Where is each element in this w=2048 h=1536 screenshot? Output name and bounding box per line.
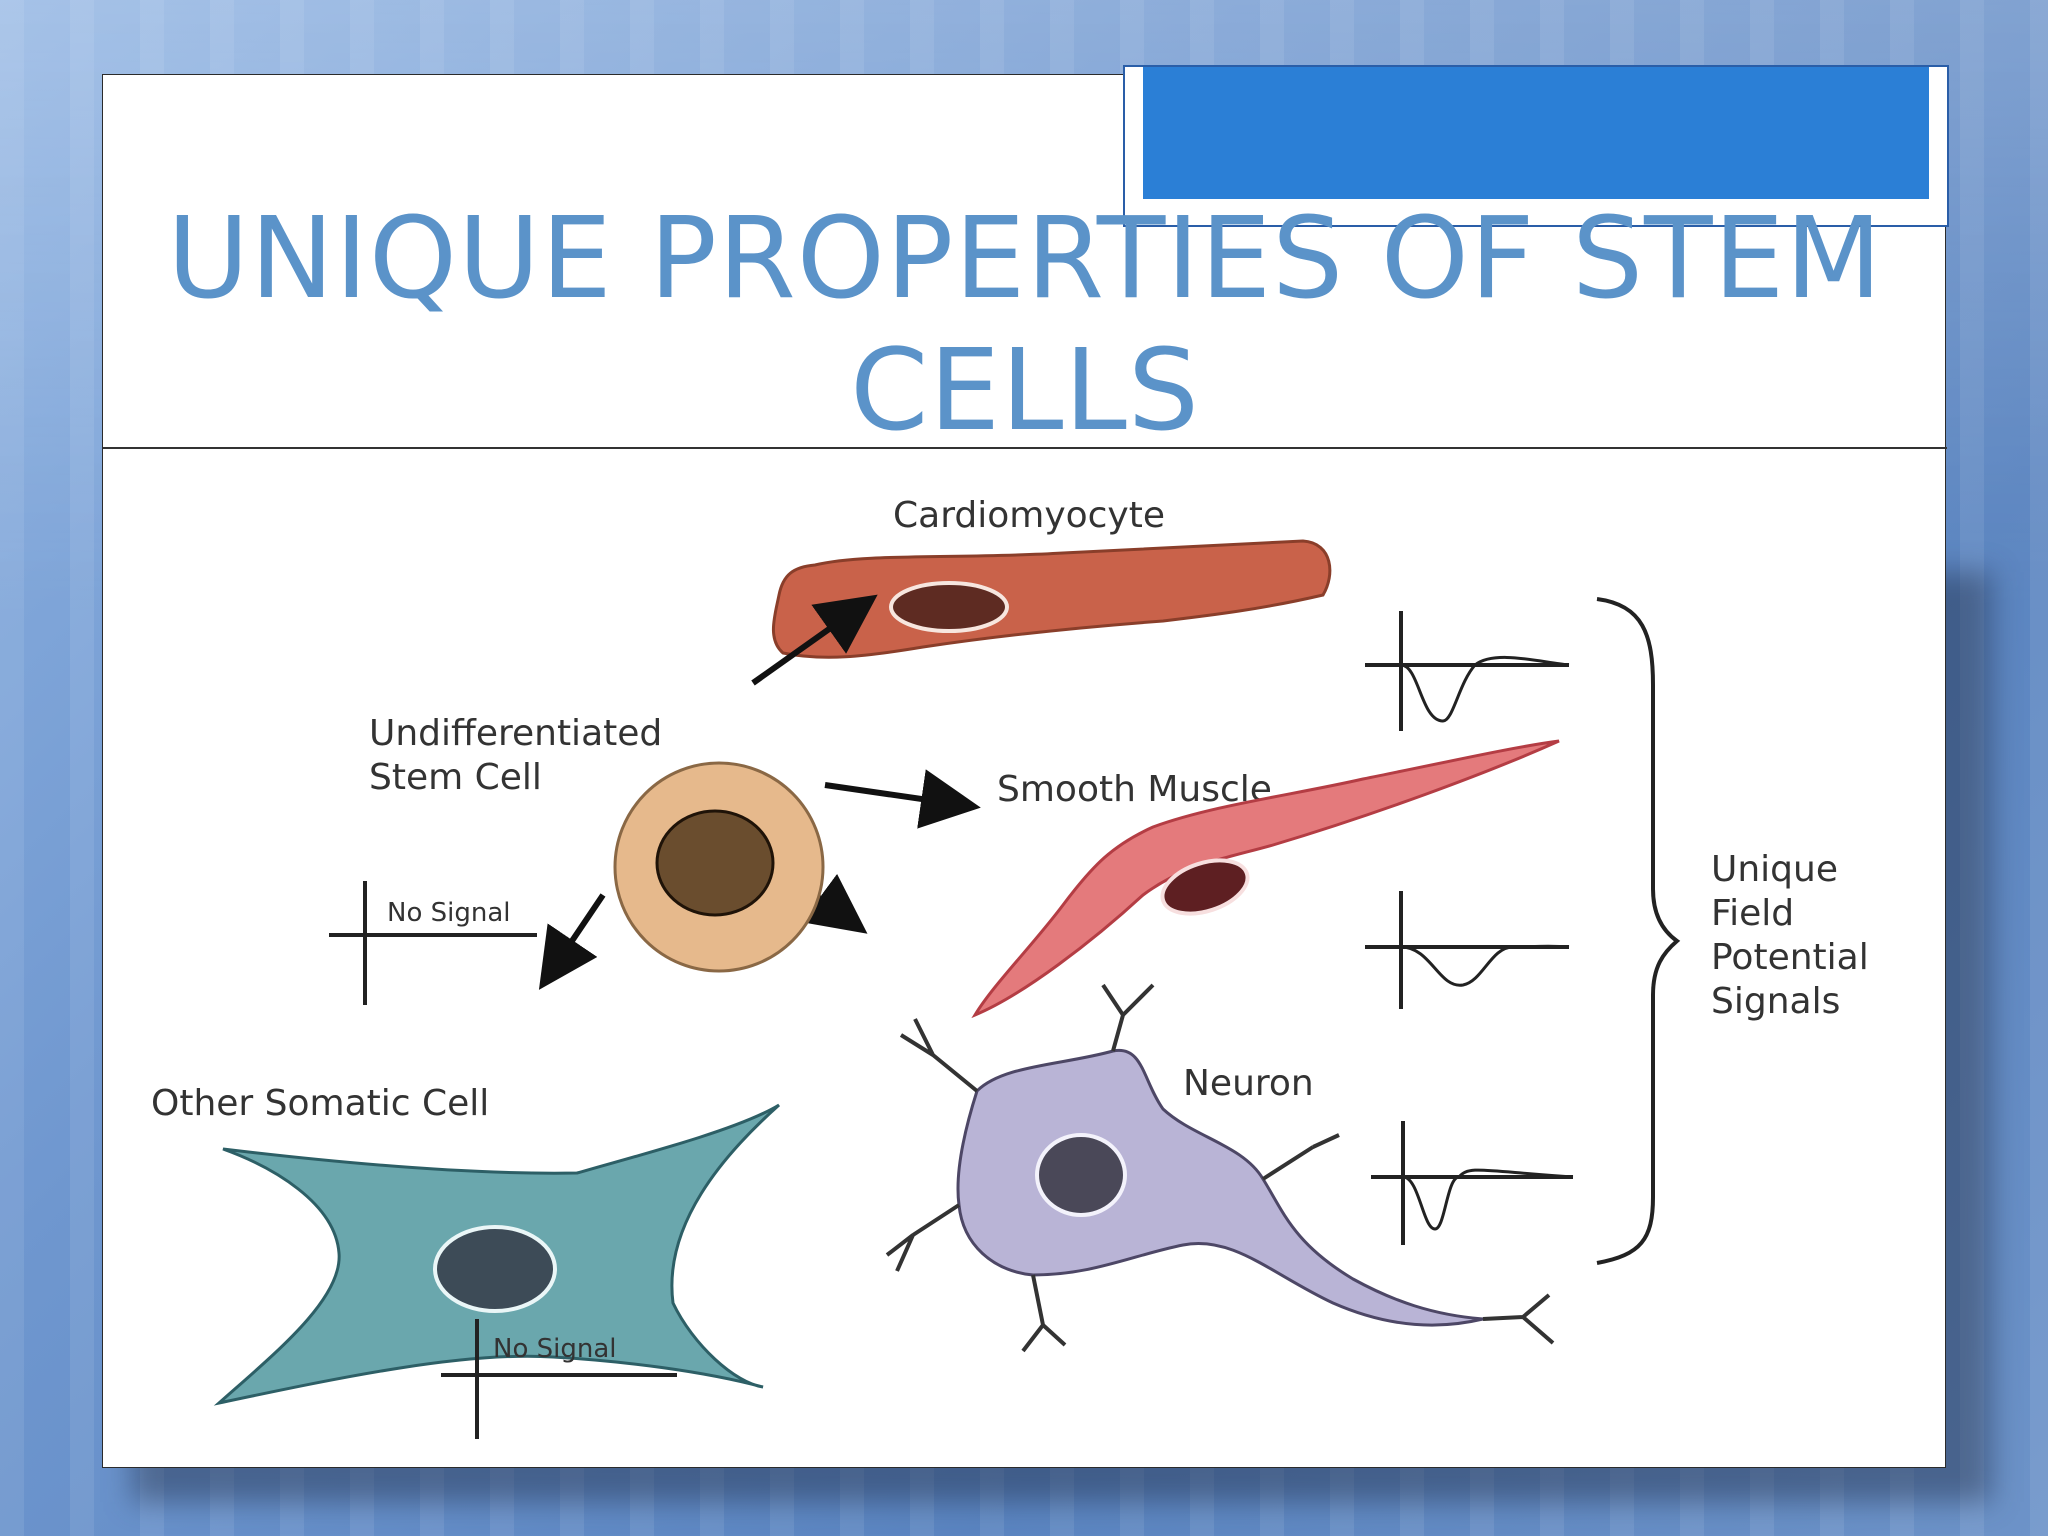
cardiomyocyte-nucleus xyxy=(889,581,1009,633)
unique-label-line3: Potential xyxy=(1711,937,1869,978)
neuron-label: Neuron xyxy=(1183,1063,1314,1104)
slide-canvas: UNIQUE PROPERTIES OF STEM CELLS Cardiomy… xyxy=(102,65,1949,1468)
arrow-to-smooth-muscle xyxy=(824,769,981,829)
somatic-label: Other Somatic Cell xyxy=(151,1083,489,1124)
smooth-muscle-label: Smooth Muscle xyxy=(997,769,1272,810)
unique-label-line4: Signals xyxy=(1711,981,1840,1022)
unique-label-line1: Unique xyxy=(1711,849,1838,890)
slide-title: UNIQUE PROPERTIES OF STEM CELLS xyxy=(167,194,1883,456)
arrow-to-somatic xyxy=(538,893,606,990)
arrow-to-cardiomyocyte xyxy=(751,594,878,686)
stem-cell-label-line1: Undifferentiated xyxy=(369,713,662,754)
title-accent-box xyxy=(1123,65,1949,227)
neuron-cell-body xyxy=(956,1048,1484,1327)
cardio-signal-trace xyxy=(1400,655,1570,723)
cardiomyocyte-cell xyxy=(771,539,1332,659)
neuron-nucleus xyxy=(1035,1133,1127,1217)
unique-label-line2: Field xyxy=(1711,893,1794,934)
title-accent-fill xyxy=(1143,67,1929,199)
smooth-signal-trace xyxy=(1400,944,1570,987)
signals-bracket xyxy=(1596,597,1681,1265)
neuron-dendrites xyxy=(885,983,1555,1353)
somatic-no-signal-label: No Signal xyxy=(493,1334,617,1364)
smooth-muscle-nucleus xyxy=(1160,858,1250,916)
cardiomyocyte-label: Cardiomyocyte xyxy=(893,495,1165,536)
stem-cell-nucleus xyxy=(655,809,775,917)
somatic-nucleus xyxy=(433,1225,557,1313)
title-divider xyxy=(103,447,1947,449)
stem-cell-diagram: Cardiomyocyte Undifferentiated Stem Cell… xyxy=(151,495,1869,1439)
stem-cell-label-line2: Stem Cell xyxy=(369,757,542,798)
smooth-muscle-cell xyxy=(971,739,1560,1019)
stem-no-signal-label: No Signal xyxy=(387,898,511,928)
neuron-signal-trace xyxy=(1402,1168,1574,1231)
